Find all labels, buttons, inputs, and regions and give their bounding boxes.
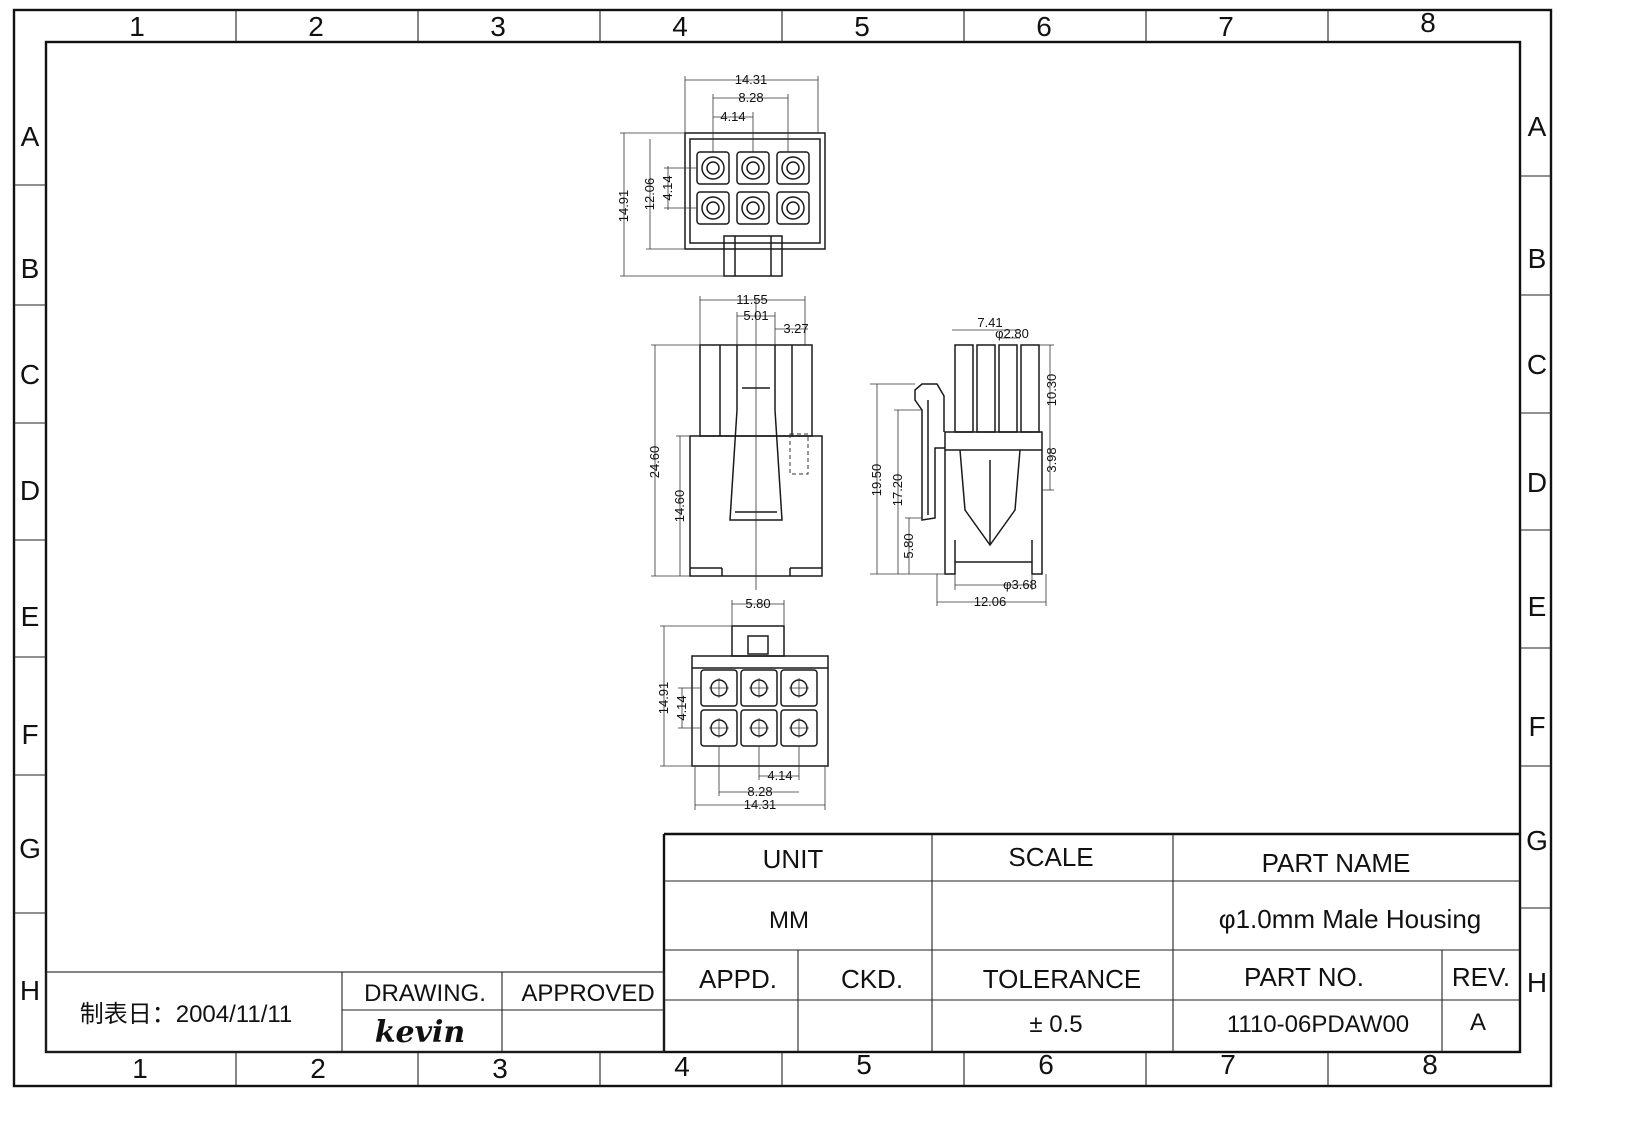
column-label-bottom: 8 [1422,1049,1438,1080]
dim-top-height-overall: 14.91 [616,190,631,223]
column-label-top: 4 [672,11,688,42]
approved-label: APPROVED [521,980,654,1007]
row-label-left: B [21,253,40,284]
tolerance-label: TOLERANCE [983,964,1141,994]
column-label-bottom: 3 [492,1053,508,1084]
column-label-top: 1 [129,11,145,42]
column-label-top: 3 [490,11,506,42]
top-view: 14.31 8.28 4.14 14.91 12.06 4.14 [616,72,826,277]
dim-top-height-body: 12.06 [642,178,657,211]
ckd-label: CKD. [841,964,903,994]
dim-bottom-latch-width: 5.80 [745,596,770,611]
title-block: UNIT SCALE PART NAME MM φ1.0mm Male Hous… [45,832,1520,1053]
part-name-label: PART NAME [1262,848,1411,878]
dim-top-width-overall: 14.31 [735,72,768,87]
dim-front-width-small: 3.27 [783,321,808,336]
row-label-left: G [19,833,41,864]
row-label-right: E [1528,591,1547,622]
column-label-bottom: 2 [310,1053,326,1084]
column-label-top: 8 [1420,7,1436,38]
column-label-bottom: 4 [674,1051,690,1082]
column-label-bottom: 6 [1038,1049,1054,1080]
dim-bottom-width-pitch: 4.14 [767,768,792,783]
row-label-left: D [20,475,40,506]
dim-bottom-height-pitch: 4.14 [674,695,689,720]
unit-label: UNIT [763,844,824,874]
dim-side-height-overall: 19.50 [869,464,884,497]
rev-value: A [1470,1009,1486,1036]
dim-bottom-width-overall: 14.31 [744,797,777,812]
row-label-right: A [1528,111,1547,142]
row-label-left: E [21,601,40,632]
column-label-bottom: 7 [1220,1049,1236,1080]
column-label-bottom: 1 [132,1053,148,1084]
sheet-border [12,8,1553,1088]
dim-bottom-height-overall: 14.91 [656,682,671,715]
dim-bottom-width-pitch2: 8.28 [747,784,772,799]
column-label-top: 2 [308,11,324,42]
dim-front-height-overall: 24.60 [647,446,662,479]
scale-label: SCALE [1008,842,1093,872]
dim-side-top-width: 7.41 [977,315,1002,330]
dim-side-hole-dia: φ3.68 [1003,577,1037,592]
row-label-right: G [1526,825,1548,856]
column-label-top: 5 [854,11,870,42]
row-label-left: C [20,359,40,390]
dim-side-height-body: 17.20 [890,474,905,507]
row-label-left: A [21,121,40,152]
dim-side-height-pin: 10.30 [1044,374,1059,407]
dim-side-pin-dia: φ2.80 [995,326,1029,341]
dim-side-height-step: 3.98 [1044,447,1059,472]
front-view: 11.55 5.01 3.27 24.60 14.60 [647,292,823,590]
part-name-value: φ1.0mm Male Housing [1219,904,1482,934]
side-view: 7.41 φ2.80 10.30 3.98 19.50 17.20 5.80 φ… [869,315,1059,609]
dim-front-width-overall: 11.55 [736,292,768,307]
row-label-right: B [1528,243,1547,274]
dim-top-width-pitch2: 8.28 [738,90,763,105]
row-label-right: F [1528,711,1545,742]
drawing-label: DRAWING. [364,980,486,1007]
appd-label: APPD. [699,964,777,994]
dim-top-width-pitch: 4.14 [720,109,745,124]
date-text: 制表日：2004/11/11 [80,1001,293,1028]
dim-top-height-pitch: 4.14 [660,175,675,200]
part-no-label: PART NO. [1244,962,1364,992]
column-label-top: 6 [1036,11,1052,42]
dim-front-height-body: 14.60 [672,490,687,523]
row-label-right: H [1527,967,1547,998]
column-label-bottom: 5 [856,1049,872,1080]
dim-front-width-latch: 5.01 [743,308,768,323]
unit-value: MM [769,907,809,934]
dim-side-height-base: 5.80 [901,533,916,558]
drawing-signature: kevin [375,1015,466,1050]
row-label-left: H [20,975,40,1006]
column-label-top: 7 [1218,11,1234,42]
row-label-right: C [1527,349,1547,380]
tolerance-value: ± 0.5 [1029,1011,1082,1038]
part-no-value: 1110-06PDAW00 [1227,1011,1409,1038]
bottom-view: 5.80 14.91 4.14 4.14 8.28 14.31 [656,596,829,812]
row-label-left: F [21,719,38,750]
zone-labels: 1 2 3 4 5 6 7 8 1 2 3 4 5 6 7 8 A B C D … [19,7,1548,1084]
rev-label: REV. [1452,962,1510,992]
dim-side-base-width: 12.06 [974,594,1007,609]
row-label-right: D [1527,467,1547,498]
